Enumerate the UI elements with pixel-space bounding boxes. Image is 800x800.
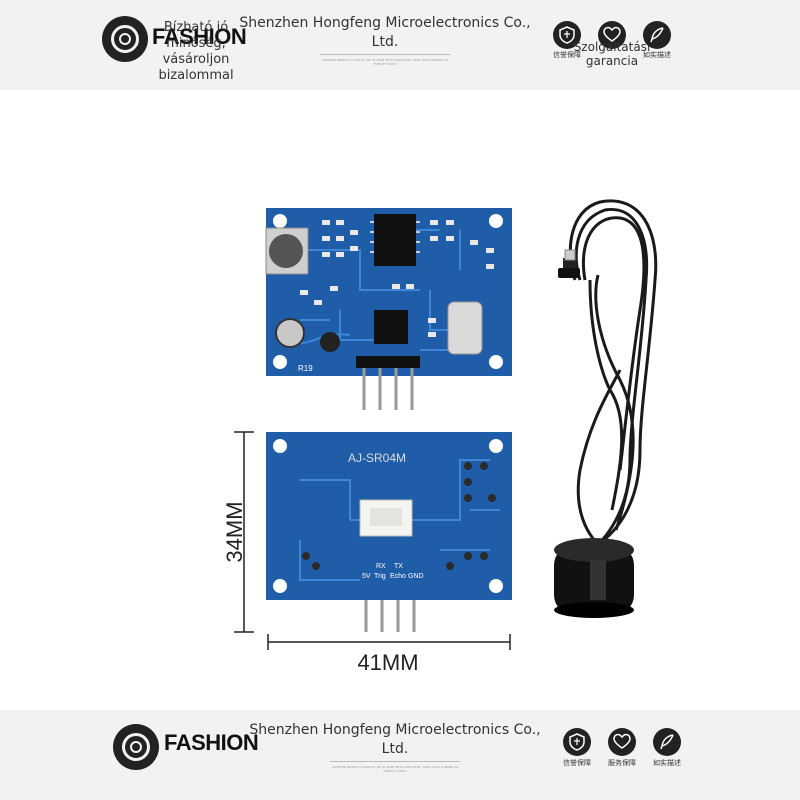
height-dimension: [234, 431, 254, 633]
footer-divider: [330, 761, 460, 762]
width-dimension: [267, 634, 511, 650]
shield-label: 信誉保障: [563, 759, 591, 767]
tagline-overlay: Bízható jó minőség, vásároljon bizalomma…: [158, 20, 234, 83]
fine-print: ALTMORE PRODUCT QUALITY, BE AT EASE WITH…: [321, 58, 449, 66]
heart-handshake-icon: [598, 21, 626, 49]
pcb-board-back: AJ-SR04M RX TX 5V Trig Echo GND: [266, 432, 512, 632]
feather-label: 如实描述: [643, 51, 671, 59]
pcb-board-front: R19: [265, 208, 512, 410]
feather-label: 如实描述: [653, 759, 681, 767]
ultrasonic-probe: [554, 538, 634, 618]
pin-label-5v: 5V: [362, 573, 371, 580]
rose-logo-icon: [113, 724, 159, 770]
company-name: Shenzhen Hongfeng Microelectronics Co., …: [239, 15, 531, 50]
heart-label: 服务保障: [608, 759, 636, 767]
shield-label: 信誉保障: [553, 51, 581, 59]
pin-label-echo: Echo: [390, 573, 406, 580]
feather-icon: [643, 21, 671, 49]
height-dimension-label: 34MM: [222, 501, 247, 562]
footer-banner: FASHION Shenzhen Hongfeng Microelectroni…: [0, 710, 800, 800]
header-banner: FASHION Bízható jó minőség, vásároljon b…: [0, 0, 800, 90]
board-model: AJ-SR04M: [348, 451, 406, 465]
probe-cable: [568, 199, 658, 582]
width-dimension-label: 41MM: [357, 650, 418, 675]
company-name: Shenzhen Hongfeng Microelectronics Co., …: [249, 722, 541, 757]
usb-connector: [558, 249, 580, 278]
pin-label-rx: RX: [376, 563, 386, 570]
pin-label-trig: Trig: [374, 573, 386, 580]
pin-label-gnd: GND: [408, 573, 424, 580]
service-guarantee-text: Szolgáltatási garancia: [573, 40, 651, 68]
brand-name: FASHION: [164, 730, 259, 755]
shield-icon: [563, 728, 591, 756]
heart-handshake-icon: [608, 728, 636, 756]
shield-icon: [553, 21, 581, 49]
fine-print: ALTMORE PRODUCT QUALITY, BE AT EASE WITH…: [331, 765, 459, 773]
brand-name: FASHION: [152, 24, 247, 49]
header-divider: [320, 54, 450, 55]
product-illustration: R19 AJ-SR04M RX TX 5V Trig Echo GND: [222, 199, 658, 675]
pin-label-tx: TX: [394, 563, 403, 570]
component-label: R19: [298, 364, 313, 373]
rose-logo-icon: [102, 16, 148, 62]
feather-icon: [653, 728, 681, 756]
